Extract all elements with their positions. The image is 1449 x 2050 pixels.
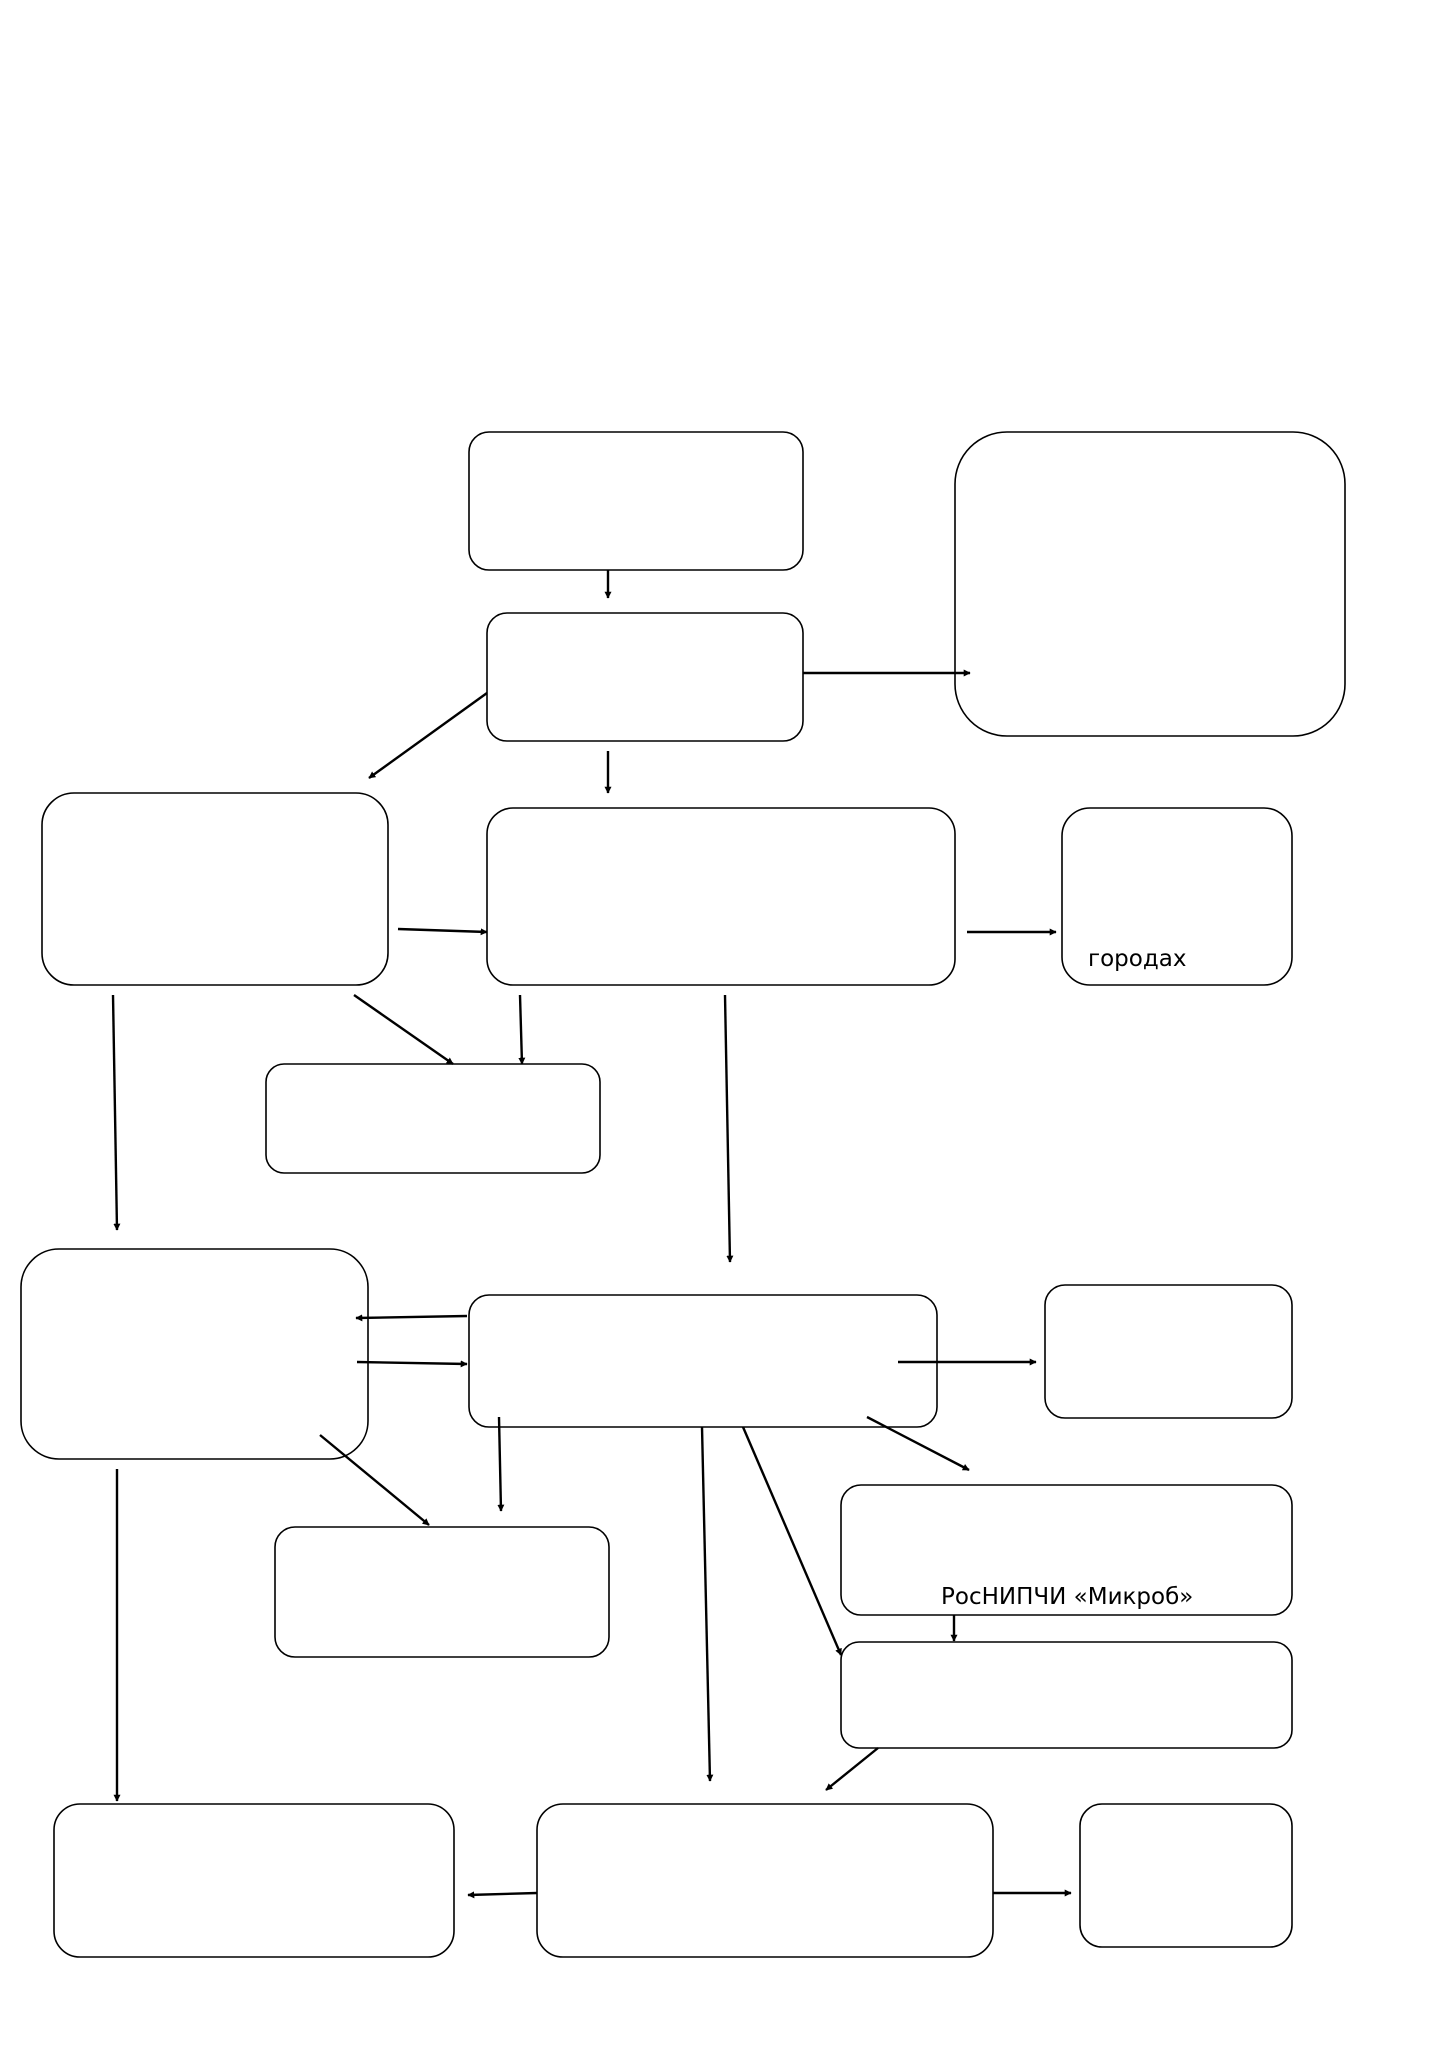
node-sixth-middle	[274, 1526, 610, 1658]
arrow-fifth-center-to-fifth-left	[355, 1314, 468, 1322]
node-second-center	[486, 612, 804, 742]
node-third-left	[41, 792, 389, 986]
arrow-third-center-to-fifth-center	[723, 994, 734, 1263]
node-seventh-right	[840, 1641, 1293, 1749]
arrow-third-center-to-fourth-middle	[518, 994, 526, 1065]
node-fifth-right	[1044, 1284, 1293, 1419]
arrow-fifth-center-to-bottom-center	[700, 1426, 714, 1782]
label-institute: РосНИПЧИ «Микроб»	[941, 1584, 1193, 1610]
arrow-second-to-third-left	[368, 692, 488, 779]
arrow-fifth-center-to-institute	[866, 1415, 970, 1472]
node-top-right	[954, 431, 1346, 737]
node-bottom-left	[53, 1803, 455, 1958]
node-fourth-middle	[265, 1063, 601, 1174]
node-top-center	[468, 431, 804, 571]
label-cities: городах	[1088, 946, 1186, 972]
arrow-fifth-left-to-fifth-center	[356, 1360, 468, 1368]
arrow-bottom-center-to-bottom-left	[467, 1891, 538, 1899]
arrow-fifth-left-to-sixth-middle	[319, 1434, 430, 1526]
node-bottom-center	[536, 1803, 994, 1958]
node-sixth-right-institute	[840, 1484, 1293, 1616]
arrow-seventh-right-to-bottom-center	[825, 1747, 879, 1791]
node-third-right-cities	[1061, 807, 1293, 986]
node-fifth-center	[468, 1294, 938, 1428]
arrow-third-left-to-fourth-middle	[353, 994, 454, 1065]
arrow-third-left-to-fifth-left	[111, 994, 121, 1231]
node-fifth-left	[20, 1248, 369, 1460]
node-third-center	[486, 807, 956, 986]
arrow-third-left-to-third-center	[397, 927, 488, 936]
arrow-fifth-center-to-sixth-middle	[497, 1416, 505, 1512]
node-bottom-right	[1079, 1803, 1293, 1948]
arrow-fifth-center-to-seventh-right	[741, 1426, 843, 1656]
